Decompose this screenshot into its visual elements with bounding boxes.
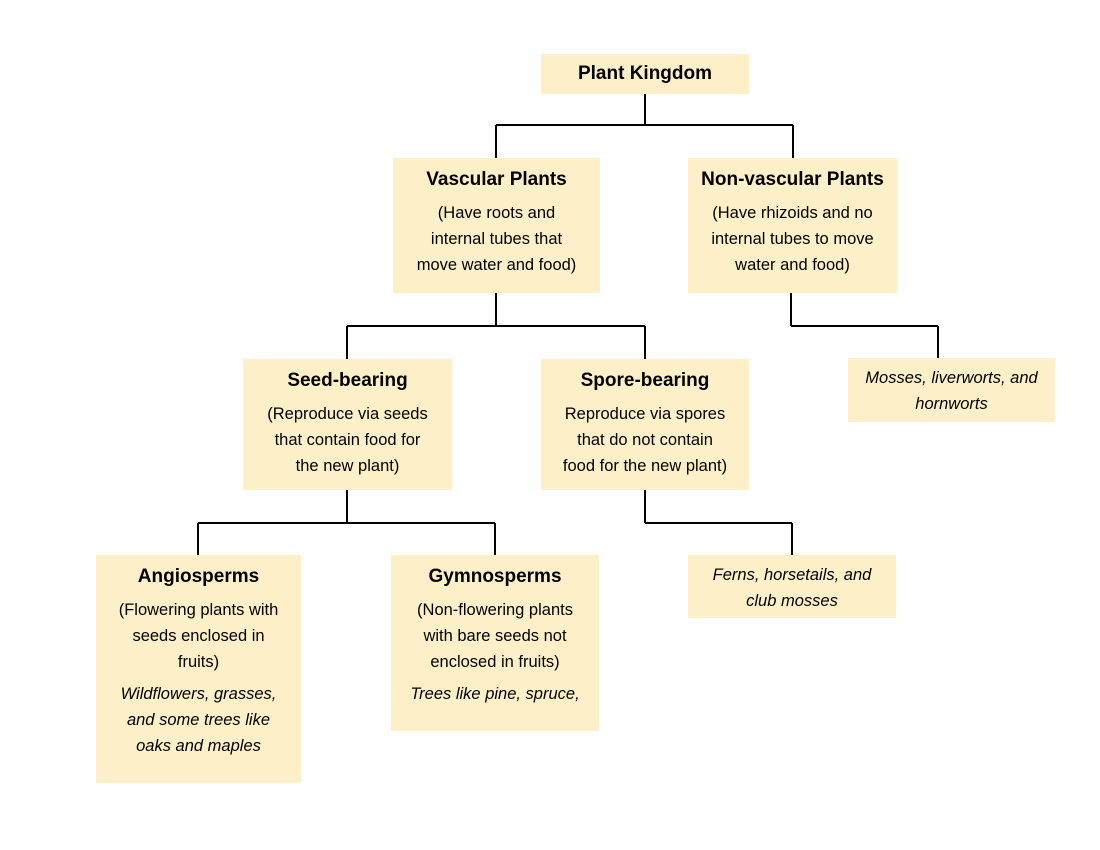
spore-examples-box: Ferns, horsetails, and club mosses xyxy=(688,555,896,618)
nonvascular-plants-title: Non-vascular Plants xyxy=(701,169,884,190)
seed-bearing-title: Seed-bearing xyxy=(287,370,408,391)
vascular-plants-title: Vascular Plants xyxy=(426,169,567,190)
nonvascular-examples-text: Mosses, liverworts, and hornworts xyxy=(865,369,1038,413)
angiosperms-examples: Wildflowers, grasses, and some trees lik… xyxy=(120,685,277,755)
vascular-plants-box: Vascular Plants (Have roots and internal… xyxy=(393,158,600,293)
angiosperms-title: Angiosperms xyxy=(137,566,260,587)
angiosperms-box: Angiosperms (Flowering plants with seeds… xyxy=(96,555,301,783)
spore-examples-text: Ferns, horsetails, and club mosses xyxy=(712,566,872,610)
nonvascular-plants-box: Non-vascular Plants (Have rhizoids and n… xyxy=(688,158,897,293)
nonvascular-plants-description: (Have rhizoids and no internal tubes to … xyxy=(711,204,874,274)
gymnosperms-description: (Non-flowering plants with bare seeds no… xyxy=(417,601,573,671)
seed-bearing-description: (Reproduce via seeds that contain food f… xyxy=(267,405,428,475)
seed-bearing-box: Seed-bearing (Reproduce via seeds that c… xyxy=(243,359,452,490)
angiosperms-description: (Flowering plants with seeds enclosed in… xyxy=(118,601,279,671)
gymnosperms-box: Gymnosperms (Non-flowering plants with b… xyxy=(391,555,599,731)
spore-bearing-box: Spore-bearing Reproduce via spores that … xyxy=(541,359,749,490)
spore-bearing-title: Spore-bearing xyxy=(580,370,710,391)
nonvascular-examples-box: Mosses, liverworts, and hornworts xyxy=(848,358,1055,422)
spore-bearing-description: Reproduce via spores that do not contain… xyxy=(562,405,728,475)
plant-kingdom-box: Plant Kingdom xyxy=(541,54,749,94)
gymnosperms-examples: Trees like pine, spruce, xyxy=(410,685,580,703)
vascular-plants-description: (Have roots and internal tubes that move… xyxy=(416,204,577,274)
gymnosperms-title: Gymnosperms xyxy=(428,566,562,587)
plant-kingdom-title: Plant Kingdom xyxy=(577,63,713,84)
